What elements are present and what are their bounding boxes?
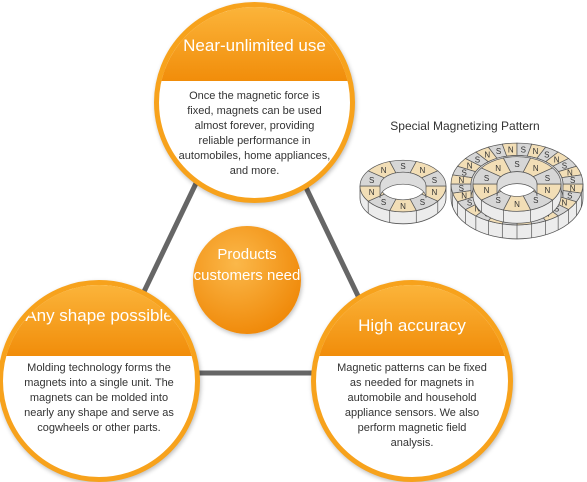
node-header xyxy=(3,285,195,357)
pole-label: S xyxy=(521,145,526,154)
connector-top-left xyxy=(137,173,203,302)
pole-label: N xyxy=(484,186,490,195)
pole-label: N xyxy=(495,164,501,173)
pole-label: S xyxy=(400,162,405,171)
pole-label: S xyxy=(369,176,374,185)
pole-label: S xyxy=(420,198,425,207)
pole-label: N xyxy=(431,188,437,197)
pole-label: S xyxy=(544,151,549,160)
pole-label: S xyxy=(475,155,480,164)
pole-label: S xyxy=(533,196,538,205)
pole-label: S xyxy=(496,147,501,156)
pole-label: N xyxy=(369,188,375,197)
pole-label: N xyxy=(514,200,520,209)
node-description: Molding technology forms the magnets int… xyxy=(24,362,174,434)
pole-label: N xyxy=(461,191,467,200)
pole-label: N xyxy=(467,162,473,171)
connector-top-right xyxy=(297,173,363,302)
pole-label: S xyxy=(562,162,567,171)
pole-label: S xyxy=(461,169,466,178)
pole-label: S xyxy=(381,198,386,207)
pole-label: N xyxy=(545,186,551,195)
pole-label: S xyxy=(570,176,575,185)
pole-label: N xyxy=(533,147,539,156)
pole-label: N xyxy=(533,164,539,173)
pole-label: S xyxy=(484,174,489,183)
pole-label: N xyxy=(475,205,481,214)
node-any-shape-possible: Any shape possible Molding technology fo… xyxy=(0,280,200,482)
pole-label: N xyxy=(562,198,568,207)
pole-label: N xyxy=(381,166,387,175)
pole-label: N xyxy=(508,145,514,154)
pole-label: N xyxy=(458,176,464,185)
pole-label: N xyxy=(420,166,426,175)
center-node: Products customers need xyxy=(193,226,301,334)
pole-label: S xyxy=(554,205,559,214)
pole-label: S xyxy=(567,191,572,200)
pole-label: N xyxy=(567,169,573,178)
pole-label: N xyxy=(554,155,560,164)
node-header xyxy=(316,285,508,357)
pole-label: S xyxy=(432,176,437,185)
pole-label: N xyxy=(570,184,576,193)
pole-label: S xyxy=(545,174,550,183)
pole-label: S xyxy=(459,184,464,193)
pole-label: S xyxy=(514,160,519,169)
ring-hole xyxy=(379,171,427,199)
node-title: Near-unlimited use xyxy=(183,36,326,55)
pole-label: S xyxy=(496,196,501,205)
pole-label: N xyxy=(400,202,406,211)
node-title: Any shape possible xyxy=(25,306,173,325)
pole-label: S xyxy=(467,198,472,207)
pattern-label: Special Magnetizing Pattern xyxy=(390,119,540,133)
node-description: Magnetic patterns can be fixed as needed… xyxy=(337,362,487,449)
node-high-accuracy: High accuracy Magnetic patterns can be f… xyxy=(311,280,513,482)
node-header xyxy=(159,7,350,82)
node-title: High accuracy xyxy=(358,316,466,335)
node-description: Once the magnetic force is fixed, magnet… xyxy=(178,90,331,177)
ring-hole xyxy=(496,171,538,197)
pole-label: N xyxy=(484,151,490,160)
center-label: Products customers need xyxy=(193,246,301,284)
node-near-unlimited-use: Near-unlimited use Once the magnetic for… xyxy=(154,2,355,203)
